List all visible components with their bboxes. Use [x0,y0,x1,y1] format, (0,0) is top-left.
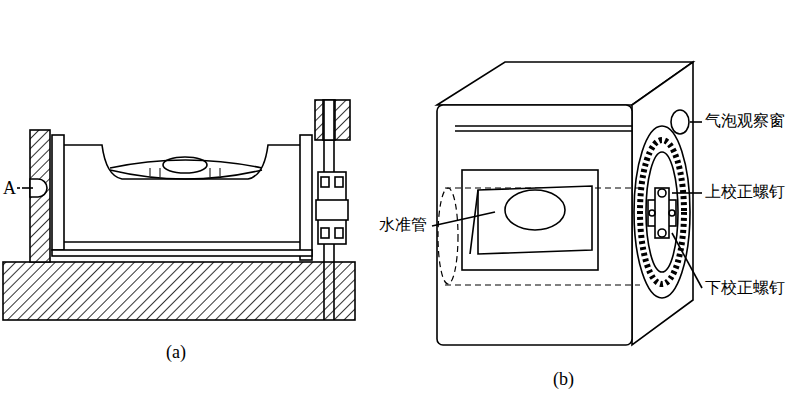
figure-tag: (b) [552,370,575,390]
part-label: 气泡观察窗 [704,112,786,130]
part-label: 下校正螺钉 [704,279,786,297]
part-label: 水准管 [378,216,428,234]
part-label: 上校正螺钉 [704,183,786,201]
callout-letter: A [2,179,17,199]
figure-tag: (a) [165,343,187,363]
